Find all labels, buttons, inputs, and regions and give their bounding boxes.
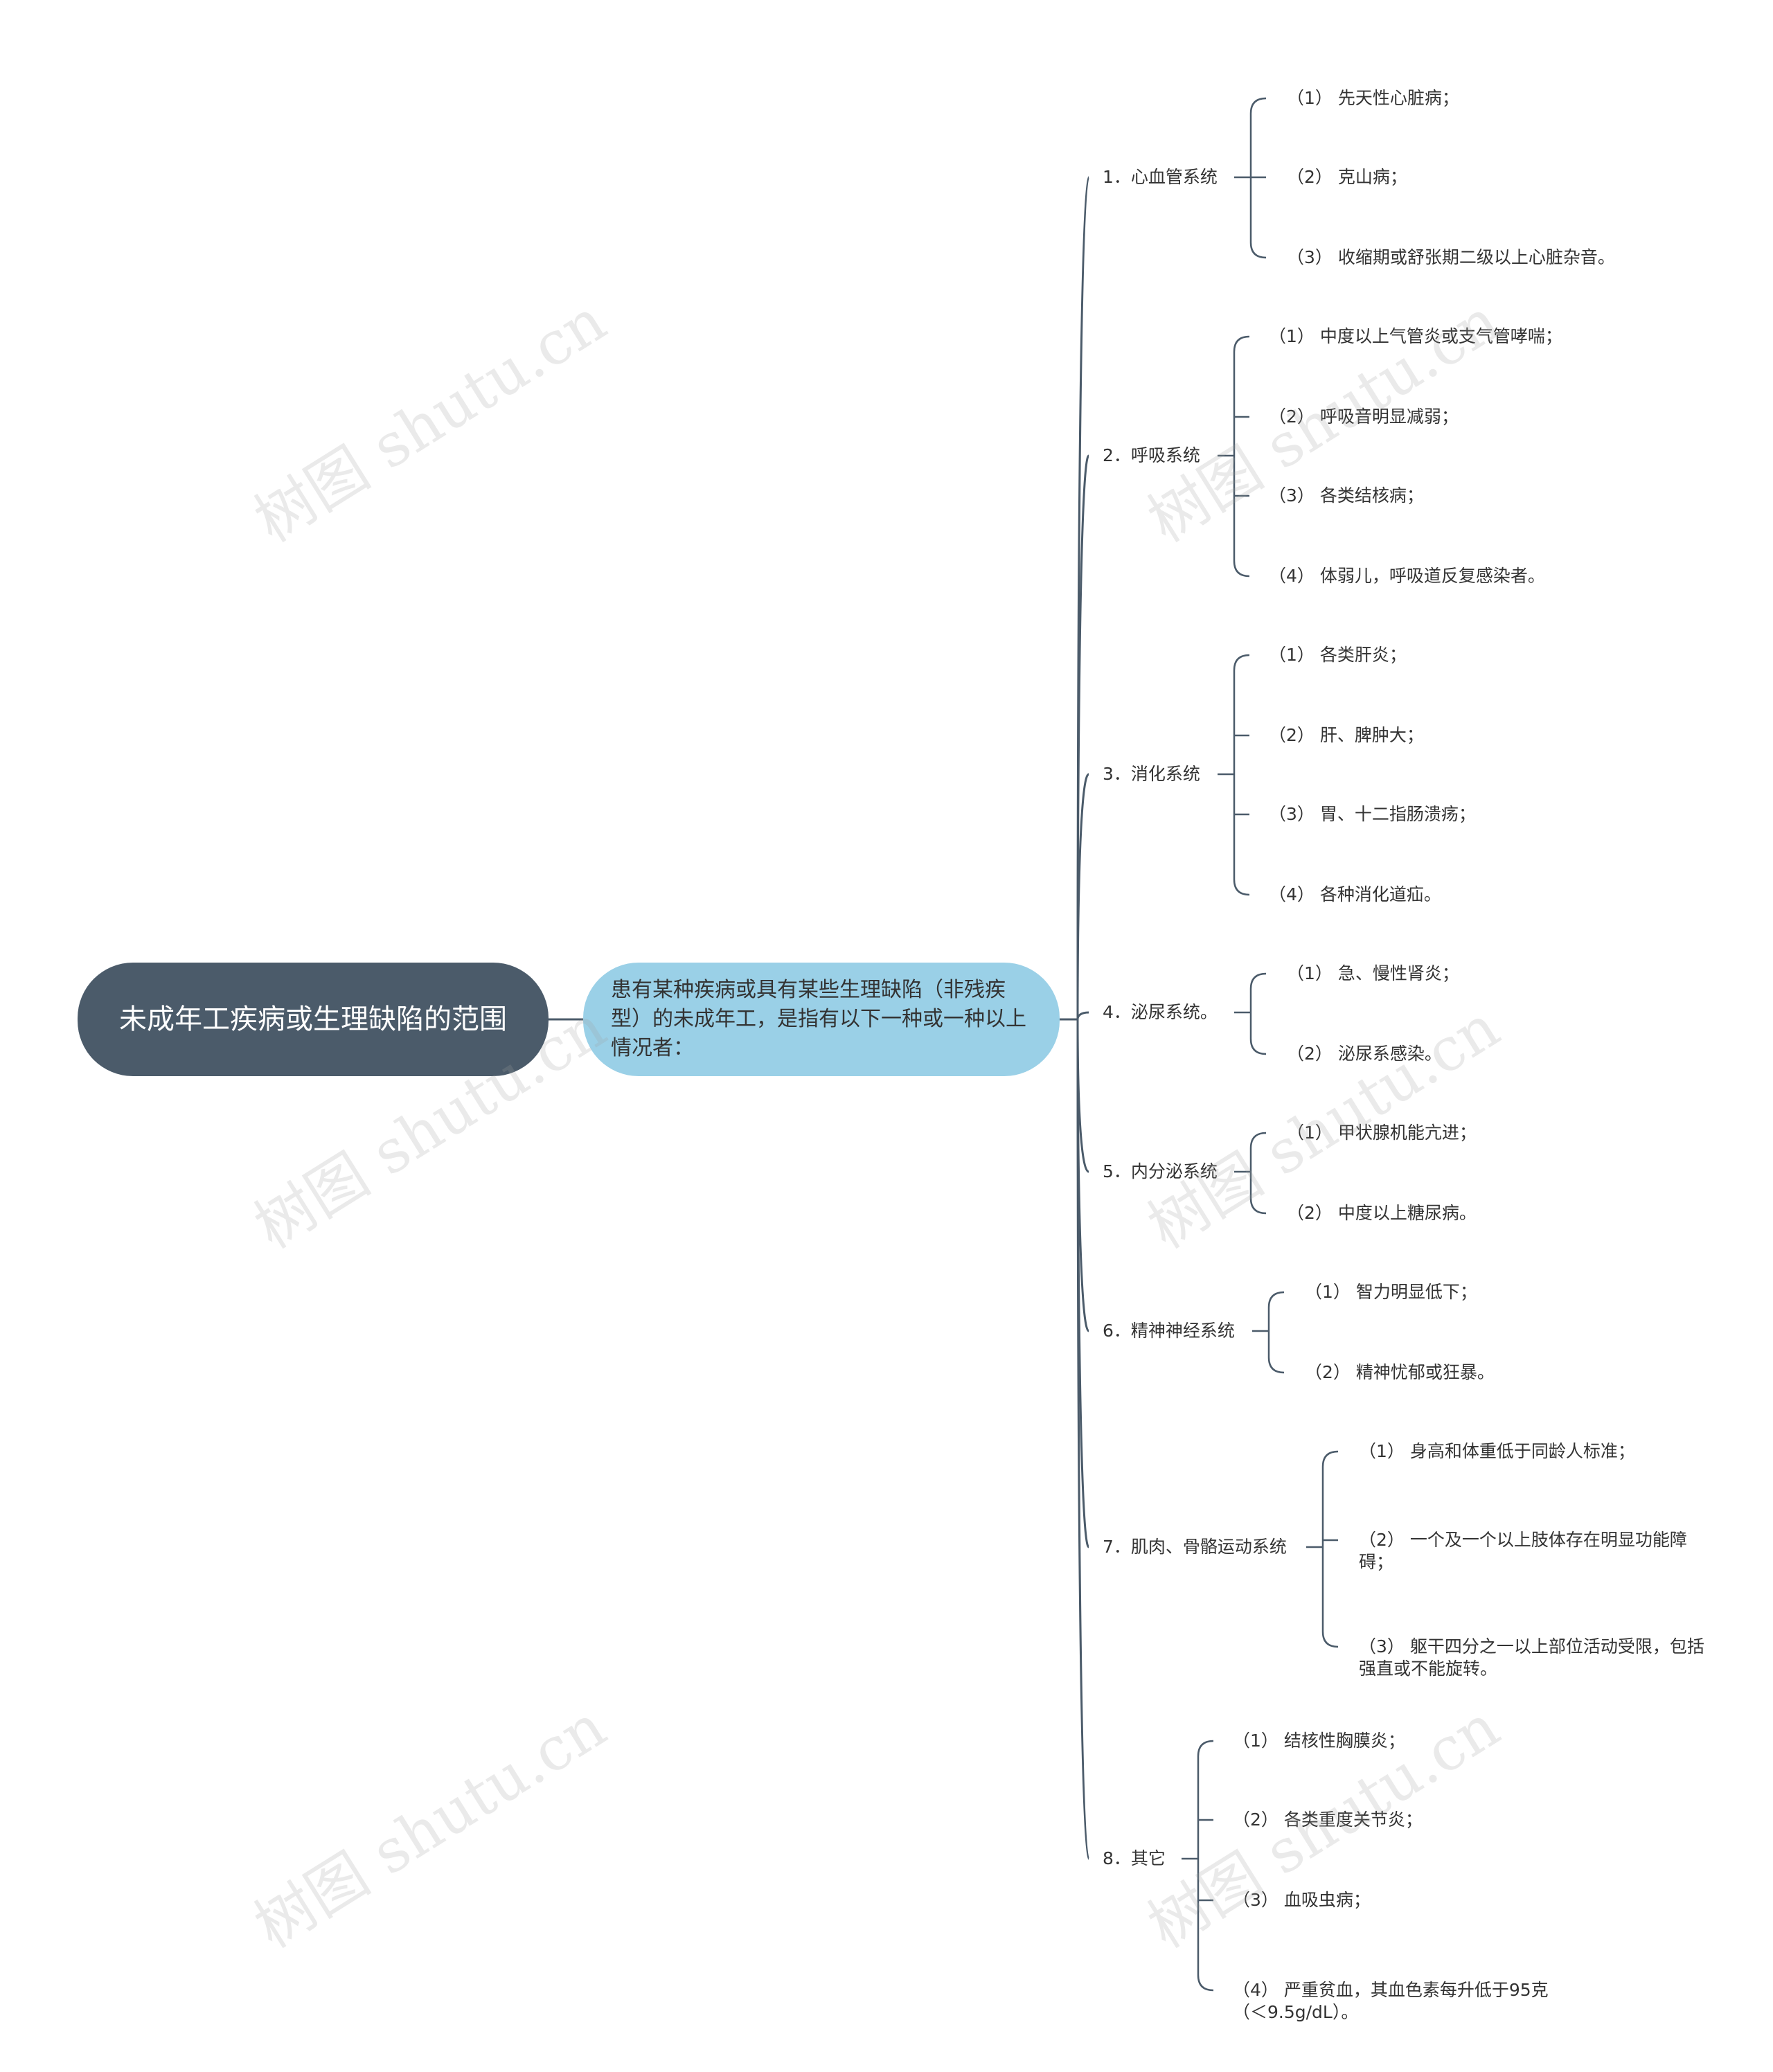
leaf-node-2-4[interactable]: （4） 体弱儿，呼吸道反复感染者。	[1269, 566, 1545, 586]
bracket-2	[1233, 335, 1250, 578]
bracket-7	[1321, 1450, 1339, 1648]
leaf-node-6-2[interactable]: （2） 精神忧郁或狂暴。	[1305, 1362, 1495, 1382]
category-node-8[interactable]: 8．其它	[1103, 1848, 1166, 1868]
bracket-6	[1267, 1291, 1285, 1374]
leaf-node-4-1[interactable]: （1） 急、慢性肾炎；	[1287, 963, 1459, 983]
leaf-node-7-2[interactable]: （2） 一个及一个以上肢体存在明显功能障碍；	[1359, 1530, 1687, 1572]
leaf-node-8-1[interactable]: （1） 结核性胸膜炎；	[1233, 1731, 1405, 1751]
category-node-5[interactable]: 5．内分泌系统	[1103, 1161, 1218, 1181]
leaf-node-8-3[interactable]: （3） 血吸虫病；	[1233, 1890, 1371, 1910]
leaf-node-8-2[interactable]: （2） 各类重度关节炎；	[1233, 1810, 1423, 1830]
leaf-node-1-1[interactable]: （1） 先天性心脏病；	[1287, 88, 1459, 108]
bracket-3	[1233, 654, 1250, 896]
leaf-node-5-1[interactable]: （1） 甲状腺机能亢进；	[1287, 1123, 1477, 1143]
leaf-node-2-1[interactable]: （1） 中度以上气管炎或支气管哮喘；	[1269, 326, 1562, 346]
root-label: 未成年工疾病或生理缺陷的范围	[119, 1003, 507, 1035]
root-node[interactable]: 未成年工疾病或生理缺陷的范围	[78, 963, 549, 1076]
leaf-node-2-3[interactable]: （3） 各类结核病；	[1269, 485, 1424, 506]
leaf-node-8-4[interactable]: （4） 严重贫血，其血色素每升低于95克（＜9.5g/dL）。	[1233, 1980, 1549, 2022]
leaf-node-2-2[interactable]: （2） 呼吸音明显减弱；	[1269, 407, 1459, 427]
bracket-8	[1197, 1740, 1214, 1992]
leaf-node-5-2[interactable]: （2） 中度以上糖尿病。	[1287, 1203, 1477, 1223]
category-node-1[interactable]: 1．心血管系统	[1103, 167, 1218, 187]
leaf-node-3-4[interactable]: （4） 各种消化道疝。	[1269, 884, 1441, 904]
sub-label: 患有某种疾病或具有某些生理缺陷（非残疾型）的未成年工，是指有以下一种或一种以上情…	[611, 978, 1026, 1060]
category-node-7[interactable]: 7．肌肉、骨骼运动系统	[1103, 1537, 1287, 1557]
leaf-node-1-2[interactable]: （2） 克山病；	[1287, 167, 1407, 187]
branch-connector-4	[1076, 1011, 1089, 1020]
leaf-node-3-3[interactable]: （3） 胃、十二指肠溃疡；	[1269, 804, 1476, 824]
leaf-node-3-1[interactable]: （1） 各类肝炎；	[1269, 645, 1407, 665]
branch-connector-8	[1076, 1019, 1090, 1860]
leaf-node-7-3[interactable]: （3） 躯干四分之一以上部位活动受限，包括强直或不能旋转。	[1359, 1636, 1704, 1679]
sub-node[interactable]: 患有某种疾病或具有某些生理缺陷（非残疾型）的未成年工，是指有以下一种或一种以上情…	[583, 963, 1060, 1076]
category-node-4[interactable]: 4．泌尿系统。	[1103, 1002, 1218, 1022]
leaf-node-3-2[interactable]: （2） 肝、脾肿大；	[1269, 725, 1424, 745]
leaf-node-4-2[interactable]: （2） 泌尿系感染。	[1287, 1044, 1442, 1064]
leaf-node-1-3[interactable]: （3） 收缩期或舒张期二级以上心脏杂音。	[1287, 247, 1615, 267]
category-node-6[interactable]: 6．精神神经系统	[1103, 1321, 1235, 1341]
bracket-4	[1249, 972, 1267, 1055]
leaf-node-6-1[interactable]: （1） 智力明显低下；	[1305, 1282, 1477, 1302]
category-node-2[interactable]: 2．呼吸系统	[1103, 445, 1200, 465]
branch-connector-3	[1076, 773, 1089, 1020]
leaf-node-7-1[interactable]: （1） 身高和体重低于同龄人标准；	[1359, 1441, 1635, 1461]
category-node-3[interactable]: 3．消化系统	[1103, 764, 1200, 784]
bracket-5	[1249, 1132, 1267, 1215]
